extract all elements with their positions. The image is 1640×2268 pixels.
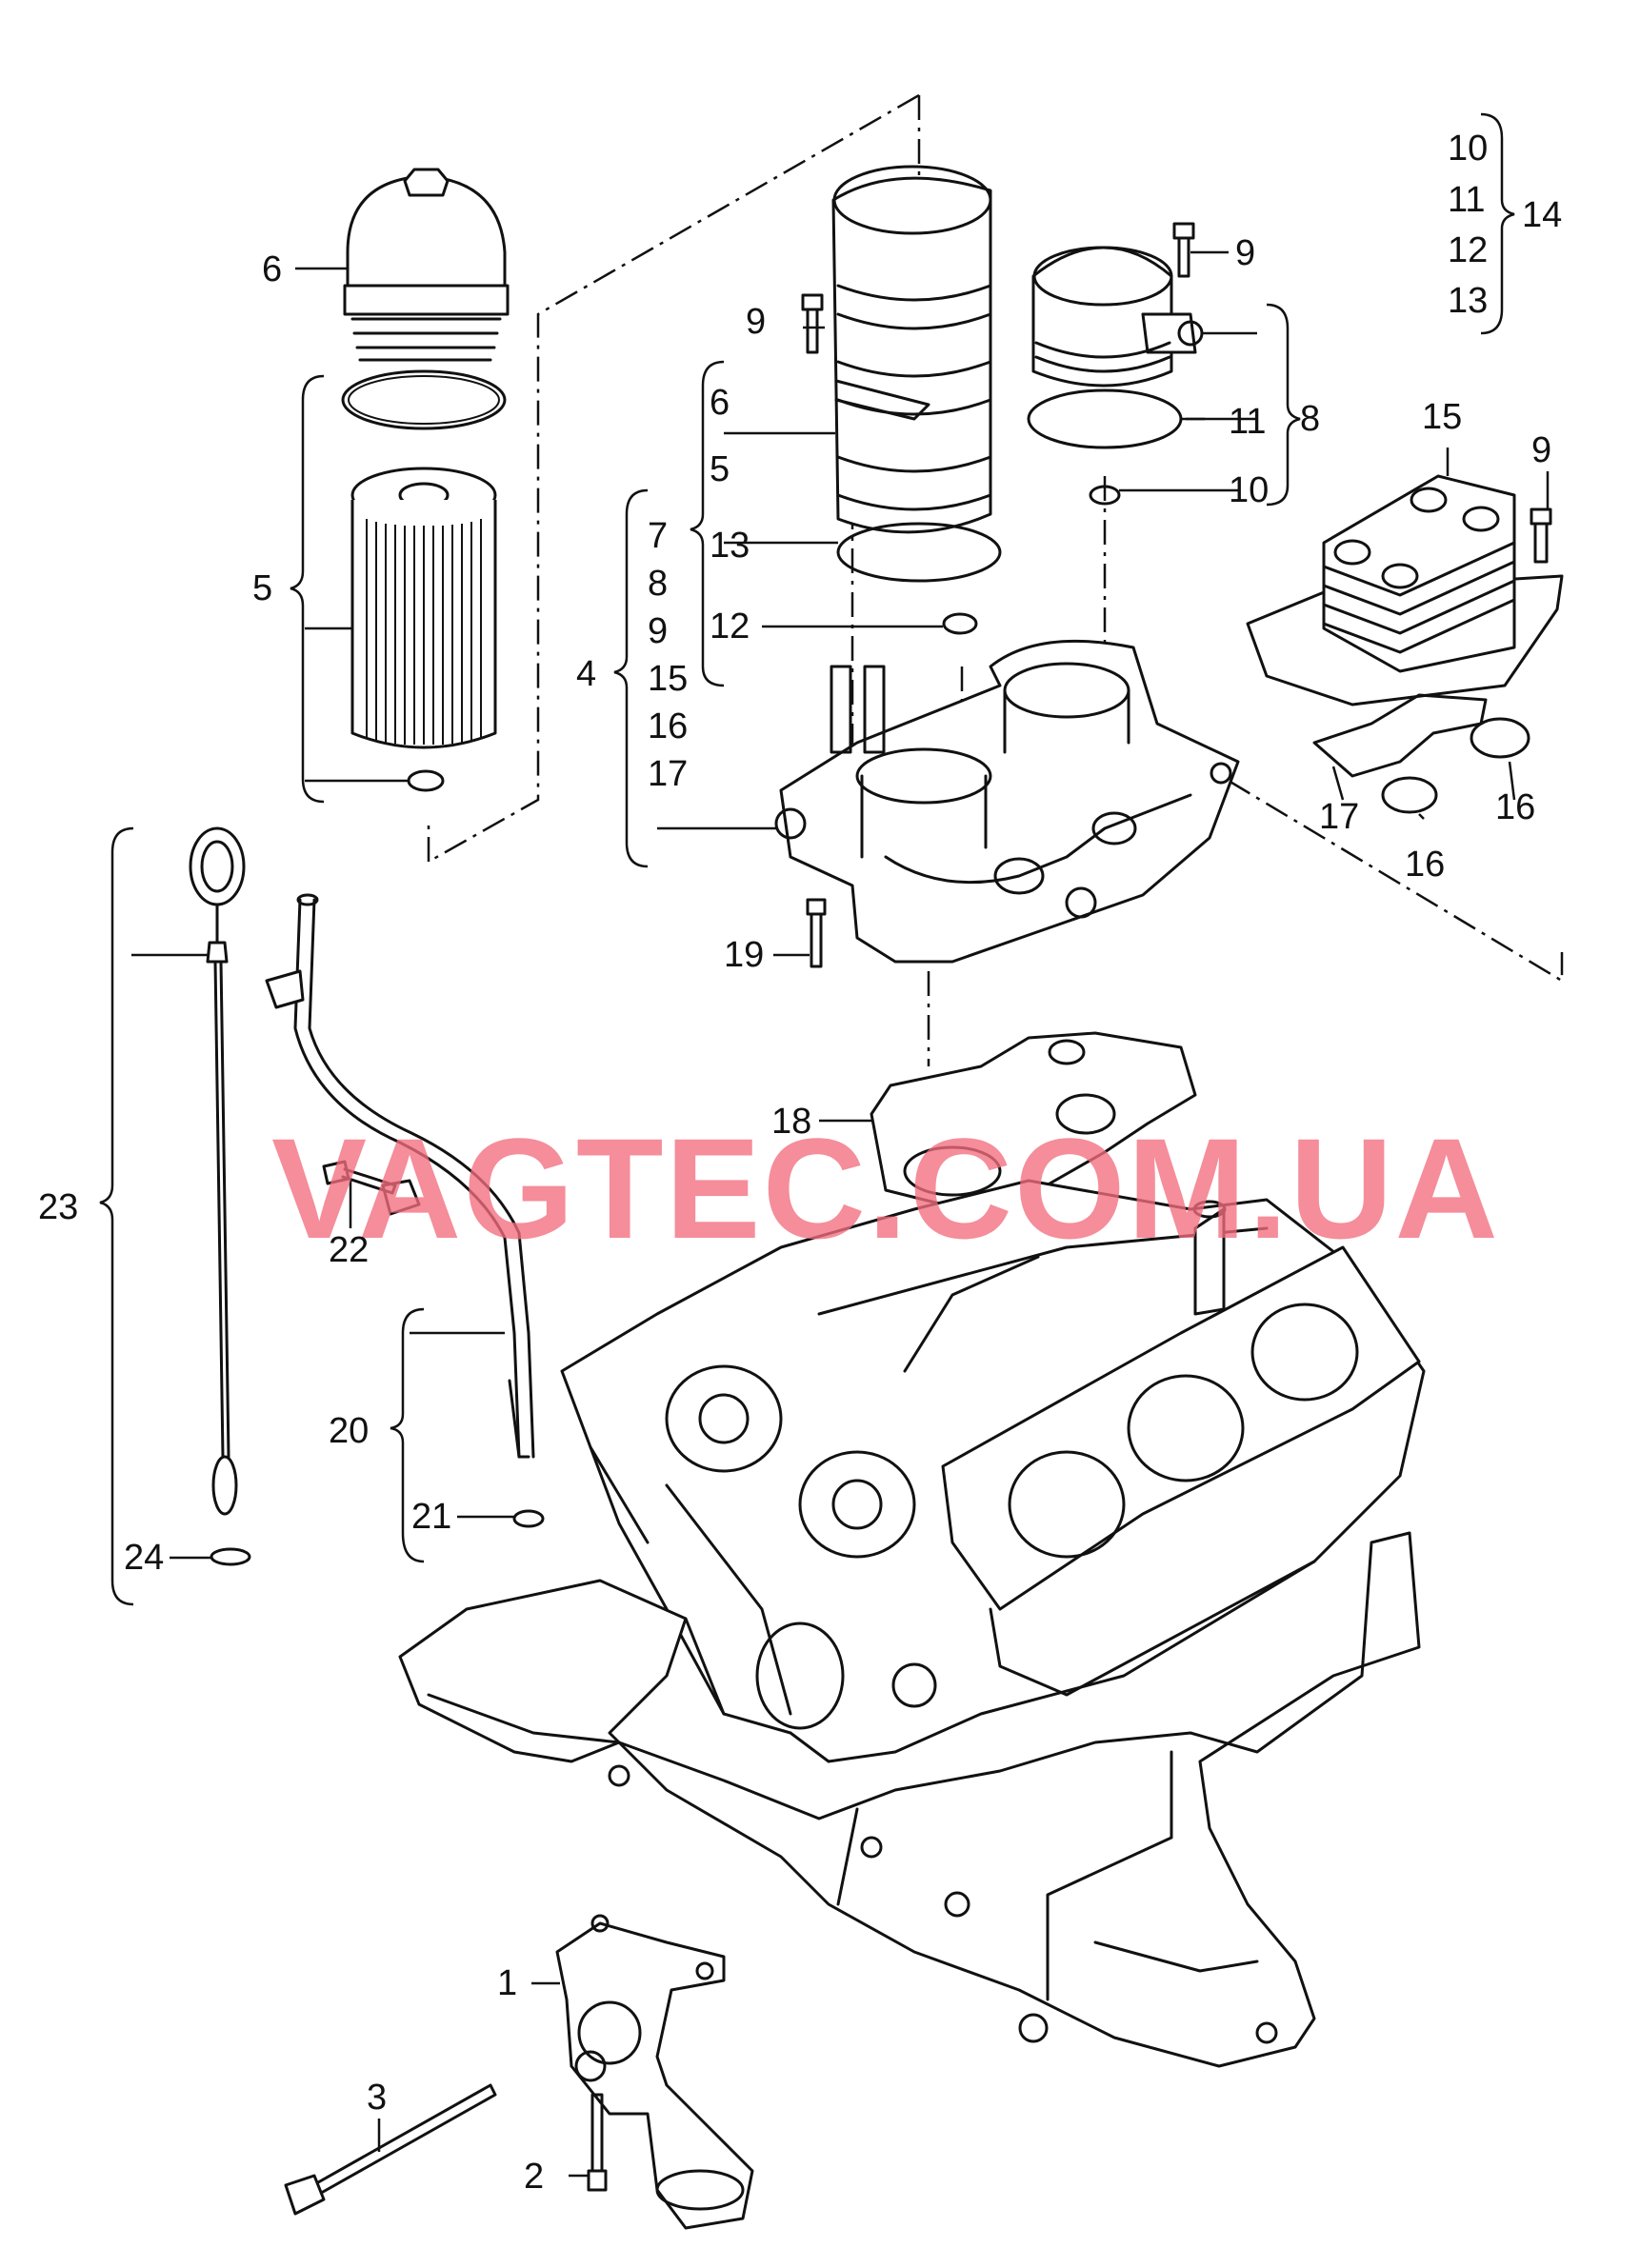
- label-9-c: 9: [1531, 430, 1551, 470]
- bolt-19: [806, 898, 827, 968]
- pump-shaft: [284, 2083, 497, 2216]
- callout-14: 14: [1522, 195, 1562, 235]
- oil-dipstick: [189, 826, 251, 1566]
- group14-item-4: 13: [1448, 281, 1488, 321]
- callout-1: 1: [497, 1963, 517, 2003]
- group6-item-3: 13: [710, 526, 750, 566]
- group6-item-2: 5: [710, 449, 730, 489]
- o-ring-10: [1089, 485, 1121, 506]
- label-17: 17: [1319, 797, 1359, 837]
- oil-separator: [1031, 246, 1204, 388]
- group4-item-1: 7: [648, 516, 668, 556]
- oil-filter-element: [350, 467, 497, 749]
- braces: [99, 112, 1515, 1606]
- o-ring-small: [407, 769, 445, 792]
- engine-block: [560, 1179, 1426, 1763]
- bolt-22: [322, 1160, 397, 1195]
- o-ring-12: [942, 612, 978, 635]
- bolt-9a: [801, 293, 824, 354]
- oil-cooler: [1246, 474, 1564, 706]
- callout-5: 5: [252, 568, 272, 608]
- bolt-2: [587, 2093, 608, 2192]
- group14-item-1: 10: [1448, 129, 1488, 169]
- label-9-a: 9: [746, 302, 766, 342]
- group4-item-6: 17: [648, 754, 688, 794]
- callout-2: 2: [524, 2157, 544, 2197]
- watermark: VAGTEC.COM.UA: [271, 1108, 1500, 1268]
- callout-19: 19: [724, 935, 764, 975]
- dipstick-guide-tube: [265, 893, 545, 1528]
- o-ring-cap: [341, 369, 507, 430]
- group4-item-3: 9: [648, 611, 668, 651]
- label-16-b: 16: [1405, 845, 1445, 885]
- callout-23: 23: [38, 1187, 78, 1227]
- callout-3: 3: [367, 2078, 387, 2118]
- oil-filter-cap: [343, 168, 510, 362]
- callout-20: 20: [329, 1411, 369, 1451]
- o-ring-13: [836, 522, 1002, 583]
- callout-6: 6: [262, 249, 282, 289]
- group6-item-4: 12: [710, 607, 750, 647]
- group4-item-5: 16: [648, 706, 688, 746]
- label-10: 10: [1229, 470, 1269, 510]
- label-9-b: 9: [1235, 233, 1255, 273]
- callout-18: 18: [771, 1102, 811, 1142]
- group14-item-2: 11: [1448, 180, 1485, 220]
- o-ring-11: [1027, 388, 1183, 449]
- label-16-a: 16: [1495, 787, 1535, 827]
- callout-24: 24: [124, 1538, 164, 1578]
- callout-labels: 6 5 4 6 5 13 12 7 8 9 15 16 17 9 9 9 8 1…: [38, 129, 1562, 2197]
- oil-pan: [398, 1531, 1421, 2068]
- oil-pump: [555, 1914, 754, 2230]
- bolt-9c: [1530, 507, 1552, 564]
- bolt-9b: [1172, 222, 1195, 278]
- dipstick-seal: [210, 1547, 251, 1566]
- callout-15: 15: [1422, 397, 1462, 437]
- oil-filter-bracket: [774, 639, 1240, 964]
- guide-seal: [512, 1509, 545, 1528]
- filter-housing-tube: [831, 165, 992, 534]
- callout-8: 8: [1300, 399, 1320, 439]
- group6-item-1: 6: [710, 383, 730, 423]
- callout-22: 22: [329, 1230, 369, 1270]
- callout-4: 4: [576, 654, 596, 694]
- group14-item-3: 12: [1448, 230, 1488, 270]
- callout-21: 21: [411, 1497, 451, 1537]
- cooler-gaskets: [1312, 693, 1530, 814]
- group4-item-4: 15: [648, 659, 688, 699]
- group4-item-2: 8: [648, 564, 668, 604]
- leader-lines: [131, 250, 1550, 2178]
- label-11: 11: [1229, 402, 1266, 442]
